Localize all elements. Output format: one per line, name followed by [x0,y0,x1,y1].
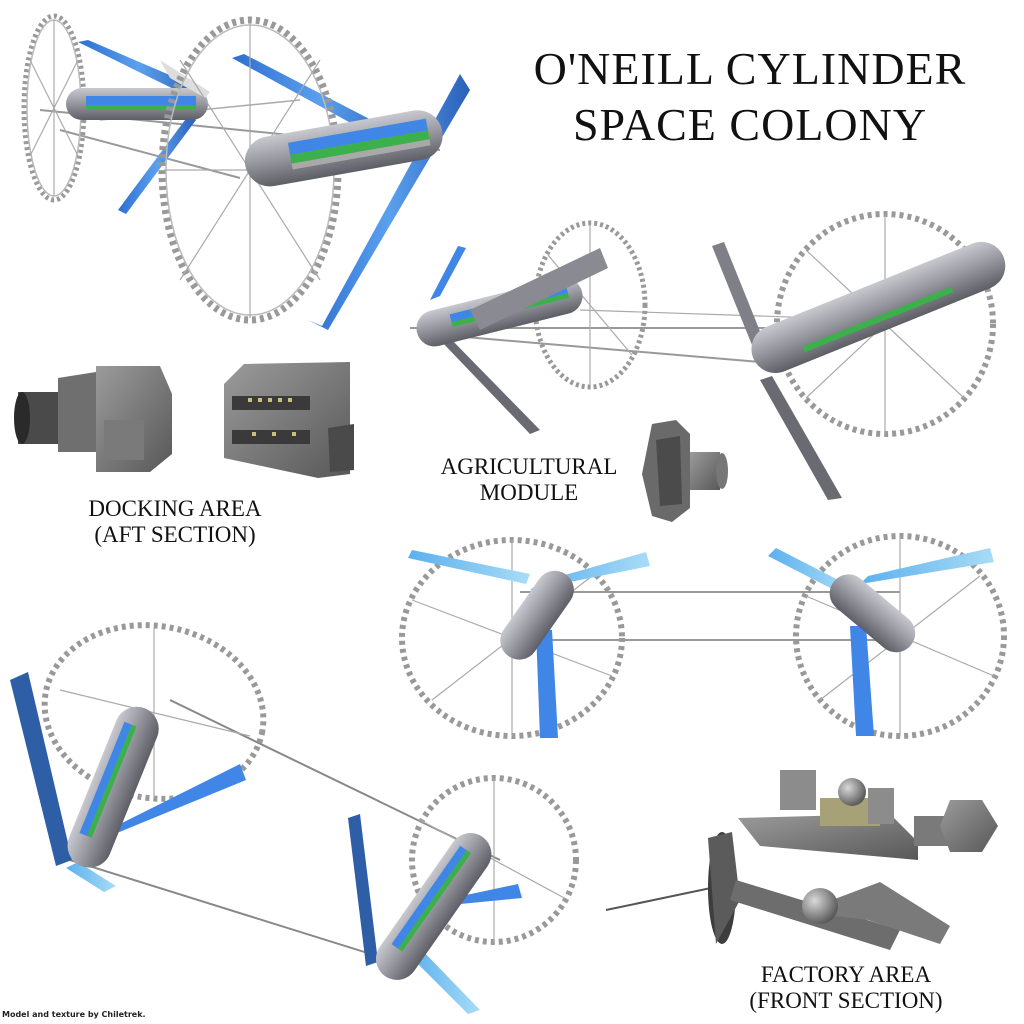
ring-icon [41,622,267,802]
title-line-2: SPACE COLONY [572,99,928,150]
agricultural-module-label: AGRICULTURAL MODULE [414,454,644,506]
mirror-panel-icon [78,40,200,98]
colony-view-top-left [21,13,470,330]
cylinder-icon [829,574,916,653]
cylinder-icon [375,833,492,980]
factory-label-line-2: (FRONT SECTION) [749,988,943,1013]
ring-icon [409,775,579,945]
colony-view-middle-right [410,211,1006,500]
credit-text: Model and texture by Chiletrek. [2,1010,146,1019]
docking-area-label: DOCKING AREA (AFT SECTION) [60,496,290,548]
docking-label-line-1: DOCKING AREA [88,496,262,521]
agricultural-label-line-1: AGRICULTURAL [440,454,618,479]
factory-block-icon [224,362,354,478]
title-line-1: O'NEILL CYLINDER [533,43,967,94]
cylinder-icon [244,110,443,187]
mirror-panel-icon [118,116,196,214]
docking-block-icon [14,366,172,472]
cylinder-icon [67,706,159,868]
colony-view-bottom-left [10,622,579,1014]
agricultural-module-icon [642,420,728,522]
docking-label-line-2: (AFT SECTION) [94,522,256,547]
factory-area-label: FACTORY AREA (FRONT SECTION) [716,962,976,1014]
colony-view-lower-right [399,533,1007,739]
cylinder-icon [751,241,1006,373]
agricultural-label-line-2: MODULE [479,480,579,505]
factory-label-line-1: FACTORY AREA [760,962,932,987]
factory-area-icon [605,770,998,950]
cylinder-icon [500,570,574,660]
